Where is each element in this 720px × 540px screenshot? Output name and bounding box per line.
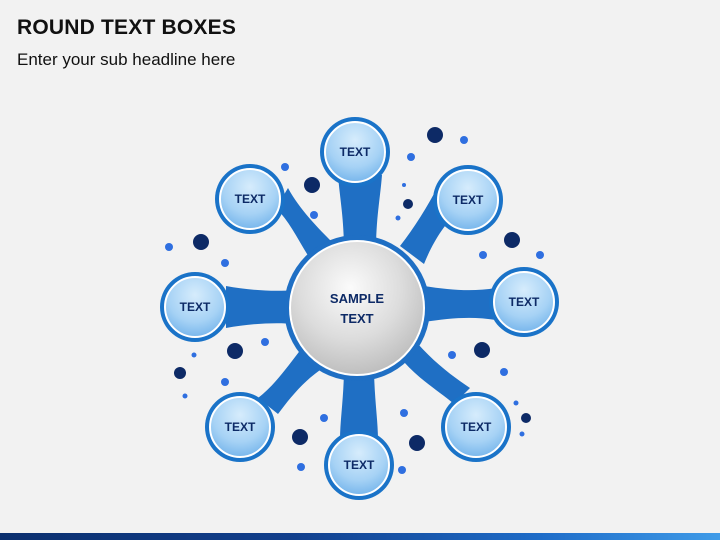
node-left[interactable]: TEXT [160,272,230,342]
connector-bottom [340,366,378,440]
dot [519,431,525,437]
dot [395,215,401,221]
node-label: TEXT [453,193,484,207]
connector-bottom-left [258,348,326,414]
decorative-dots [165,127,544,474]
node-top[interactable]: TEXT [320,117,390,187]
dot [400,409,408,417]
node-label: TEXT [509,295,540,309]
dot [221,378,229,386]
dot [310,211,318,219]
node-top-right[interactable]: TEXT [433,165,503,235]
dot [261,338,269,346]
slide-title: ROUND TEXT BOXES [17,16,237,39]
dot [227,343,243,359]
node-bottom[interactable]: TEXT [324,430,394,500]
dot [174,367,186,379]
dot [191,352,197,358]
node-label: TEXT [225,420,256,434]
dot [221,259,229,267]
dot [398,466,406,474]
dot [165,243,173,251]
dot [403,199,413,209]
dot [193,234,209,250]
dot [297,463,305,471]
node-bottom-left[interactable]: TEXT [205,392,275,462]
node-right[interactable]: TEXT [489,267,559,337]
dot [427,127,443,143]
connector-left [226,286,296,328]
center-label-line1: SAMPLE [330,291,385,306]
center-label-line2: TEXT [340,311,373,326]
node-label: TEXT [180,300,211,314]
node-label: TEXT [344,458,375,472]
node-label: TEXT [235,192,266,206]
node-bottom-right[interactable]: TEXT [441,392,511,462]
connector-right [424,286,496,322]
node-label: TEXT [340,145,371,159]
connector-top [338,175,382,252]
footer-accent-bar [0,533,720,540]
center-node[interactable]: SAMPLE TEXT [284,235,430,381]
dot [402,183,406,187]
dot [504,232,520,248]
node-top-left[interactable]: TEXT [215,164,285,234]
dot [460,136,468,144]
dot [304,177,320,193]
slide-subtitle: Enter your sub headline here [17,50,236,69]
dot [513,400,519,406]
dot [320,414,328,422]
dot [292,429,308,445]
connector-bottom-right [404,344,470,404]
dot [448,351,456,359]
node-label: TEXT [461,420,492,434]
connectors [226,175,496,440]
dot [521,413,531,423]
dot [500,368,508,376]
dot [182,393,188,399]
dot [407,153,415,161]
dot [474,342,490,358]
dot [281,163,289,171]
dot [409,435,425,451]
connector-top-left [276,188,334,262]
dot [479,251,487,259]
dot [536,251,544,259]
